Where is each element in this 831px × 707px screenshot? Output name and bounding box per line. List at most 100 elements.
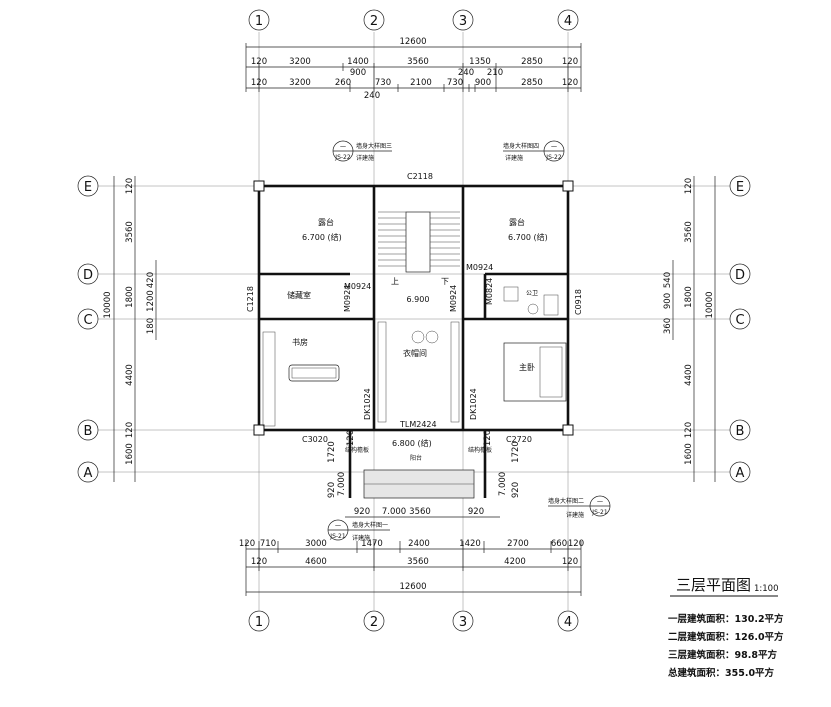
dim-top-r2-4: 2100 xyxy=(410,78,432,88)
top-dimensions: 12600 120 3200 1400 3560 1350 2850 120 9… xyxy=(245,37,582,101)
dim-top-r2-1: 3200 xyxy=(289,78,311,88)
axis-4-bottom: 4 xyxy=(564,615,572,630)
stair-up-label: 上 xyxy=(391,277,399,286)
callout-2-title: 墙身大样图二 xyxy=(548,497,584,505)
room-balcony: 阳台 xyxy=(410,454,422,462)
dim-left-r2-1: 1200 xyxy=(146,290,156,312)
callout-4-ref: JS-22 xyxy=(545,154,562,161)
dim-left-r1-3: 4400 xyxy=(125,364,135,386)
room-study: 书房 xyxy=(292,337,308,347)
dim-right-r1-4: 1600 xyxy=(684,443,694,465)
dim-top-r2-10: 120 xyxy=(562,78,578,88)
dim-top-r2-5: 730 xyxy=(447,78,463,88)
callout-1-title: 墙身大样图一 xyxy=(352,521,388,529)
bottom-dimensions: 120 710 3000 1470 2400 1420 2700 660 120… xyxy=(239,507,584,596)
axis-2-top: 2 xyxy=(370,14,378,29)
dim-top-total: 12600 xyxy=(399,37,426,47)
detail-callout-1: 一 JS-21 墙身大样图一 详建施 xyxy=(327,519,390,542)
callout-1-dash: 一 xyxy=(335,523,341,530)
axis-C-right: C xyxy=(735,313,744,328)
dim-bal-r-1: 920 xyxy=(511,482,521,498)
stair: 上 下 6.900 xyxy=(378,211,460,304)
room-terrace-left-level: 6.700 (结) xyxy=(302,232,342,242)
dim-top-r2-7: 210 xyxy=(487,68,503,78)
label-m0824: M0824 xyxy=(485,278,494,305)
dim-bot-r2-2: 3560 xyxy=(407,557,429,567)
axis-3-top: 3 xyxy=(459,14,467,29)
axis-B-right: B xyxy=(736,424,745,439)
dim-right-r1-3: 4400 xyxy=(684,364,694,386)
room-labels: 露台 6.700 (结) 露台 6.700 (结) 储藏室 书房 衣帽间 主卧 … xyxy=(287,217,548,462)
label-dk1024-a: DK1024 xyxy=(363,388,372,420)
callout-2-dash: 一 xyxy=(597,499,603,506)
callout-3-title: 墙身大样图三 xyxy=(356,142,392,150)
axis-A-left: A xyxy=(84,466,93,481)
opening-labels: C2118 M0924 M0924 M0924 M0924 M0824 C121… xyxy=(246,172,583,444)
dim-top-r1-2: 1400 xyxy=(347,57,369,67)
callout-2-sub: 详建施 xyxy=(566,511,584,519)
dim-left-r1-5: 120 xyxy=(125,422,135,438)
dim-right-r1-1: 3560 xyxy=(684,221,694,243)
room-terrace-right: 露台 xyxy=(509,217,525,227)
room-terrace-left: 露台 xyxy=(318,217,334,227)
axis-B-left: B xyxy=(84,424,93,439)
dim-left-r1-4: 1600 xyxy=(125,443,135,465)
dim-top-r1-4: 1350 xyxy=(469,57,491,67)
callout-1-sub: 详建施 xyxy=(352,534,370,542)
dim-right-r2-2: 360 xyxy=(663,318,673,334)
drawing-scale: 1:100 xyxy=(754,584,779,594)
dim-right-r1-0: 120 xyxy=(684,178,694,194)
axis-2-bottom: 2 xyxy=(370,615,378,630)
axis-3-bottom: 3 xyxy=(459,615,467,630)
dim-right-outer: 10000 xyxy=(705,291,715,318)
walls xyxy=(253,180,574,498)
dim-right-r2-3: 120 xyxy=(483,430,493,446)
dim-left-r1-0: 120 xyxy=(125,178,135,194)
dim-top-r1-1: 3200 xyxy=(289,57,311,67)
room-balcony-level: 6.800 (结) xyxy=(392,438,432,448)
label-dk1024-b: DK1024 xyxy=(469,388,478,420)
dim-left-outer: 10000 xyxy=(103,291,113,318)
dim-right-r1-5: 120 xyxy=(684,422,694,438)
summary-line-2: 二层建筑面积：126.0平方 xyxy=(668,631,784,643)
dim-bal-l-1: 920 xyxy=(327,482,337,498)
summary-line-1: 一层建筑面积：130.2平方 xyxy=(668,613,784,625)
dim-bot-r1-4: 2400 xyxy=(408,539,430,549)
right-dimensions: 10000 120 3560 1800 4400 1600 120 540 90… xyxy=(483,176,716,482)
label-c2118: C2118 xyxy=(407,172,433,181)
dim-top-r2-0: 120 xyxy=(251,78,267,88)
stair-down-label: 下 xyxy=(441,277,449,286)
callout-2-ref: JS-21 xyxy=(591,509,608,516)
room-closet: 衣帽间 xyxy=(403,348,427,358)
dim-balcony-1: 7.000 xyxy=(382,507,406,517)
axis-E-right: E xyxy=(736,180,744,195)
dim-left-r1-2: 1800 xyxy=(125,286,135,308)
callout-1-ref: JS-21 xyxy=(329,533,346,540)
dim-bal-r-2: 7.000 xyxy=(498,472,508,496)
axis-E-left: E xyxy=(84,180,92,195)
label-c0918: C0918 xyxy=(574,289,583,315)
dim-left-r2-2: 180 xyxy=(146,318,156,334)
dim-bal-l-2: 7.000 xyxy=(337,472,347,496)
label-c3020: C3020 xyxy=(302,435,328,444)
dim-bot-r1-5: 1420 xyxy=(459,539,481,549)
dim-top-r1-3: 3560 xyxy=(407,57,429,67)
axis-D-left: D xyxy=(83,268,93,283)
dim-bot-r2-0: 120 xyxy=(251,557,267,567)
dim-bot-r1-1: 710 xyxy=(260,539,276,549)
label-c1218: C1218 xyxy=(246,286,255,312)
dim-bot-r2-1: 4600 xyxy=(305,557,327,567)
axis-grid-lines xyxy=(98,32,730,610)
label-m0924-a: M0924 xyxy=(344,282,371,291)
balcony-side-dimensions: 1720 920 7.000 1720 920 7.000 结构檐板 结构檐板 xyxy=(327,441,521,498)
dim-top-r1-5: 2850 xyxy=(521,57,543,67)
balcony-railing xyxy=(363,469,475,499)
axis-1-bottom: 1 xyxy=(255,615,263,630)
drawing-title: 三层平面图 xyxy=(676,576,751,594)
dim-balcony-0: 920 xyxy=(354,507,370,517)
dim-top-r2-sub: 240 xyxy=(364,91,380,101)
dim-bot-r2-4: 120 xyxy=(562,557,578,567)
dim-top-r2-3: 730 xyxy=(375,78,391,88)
room-bathroom: 公卫 xyxy=(526,290,538,297)
